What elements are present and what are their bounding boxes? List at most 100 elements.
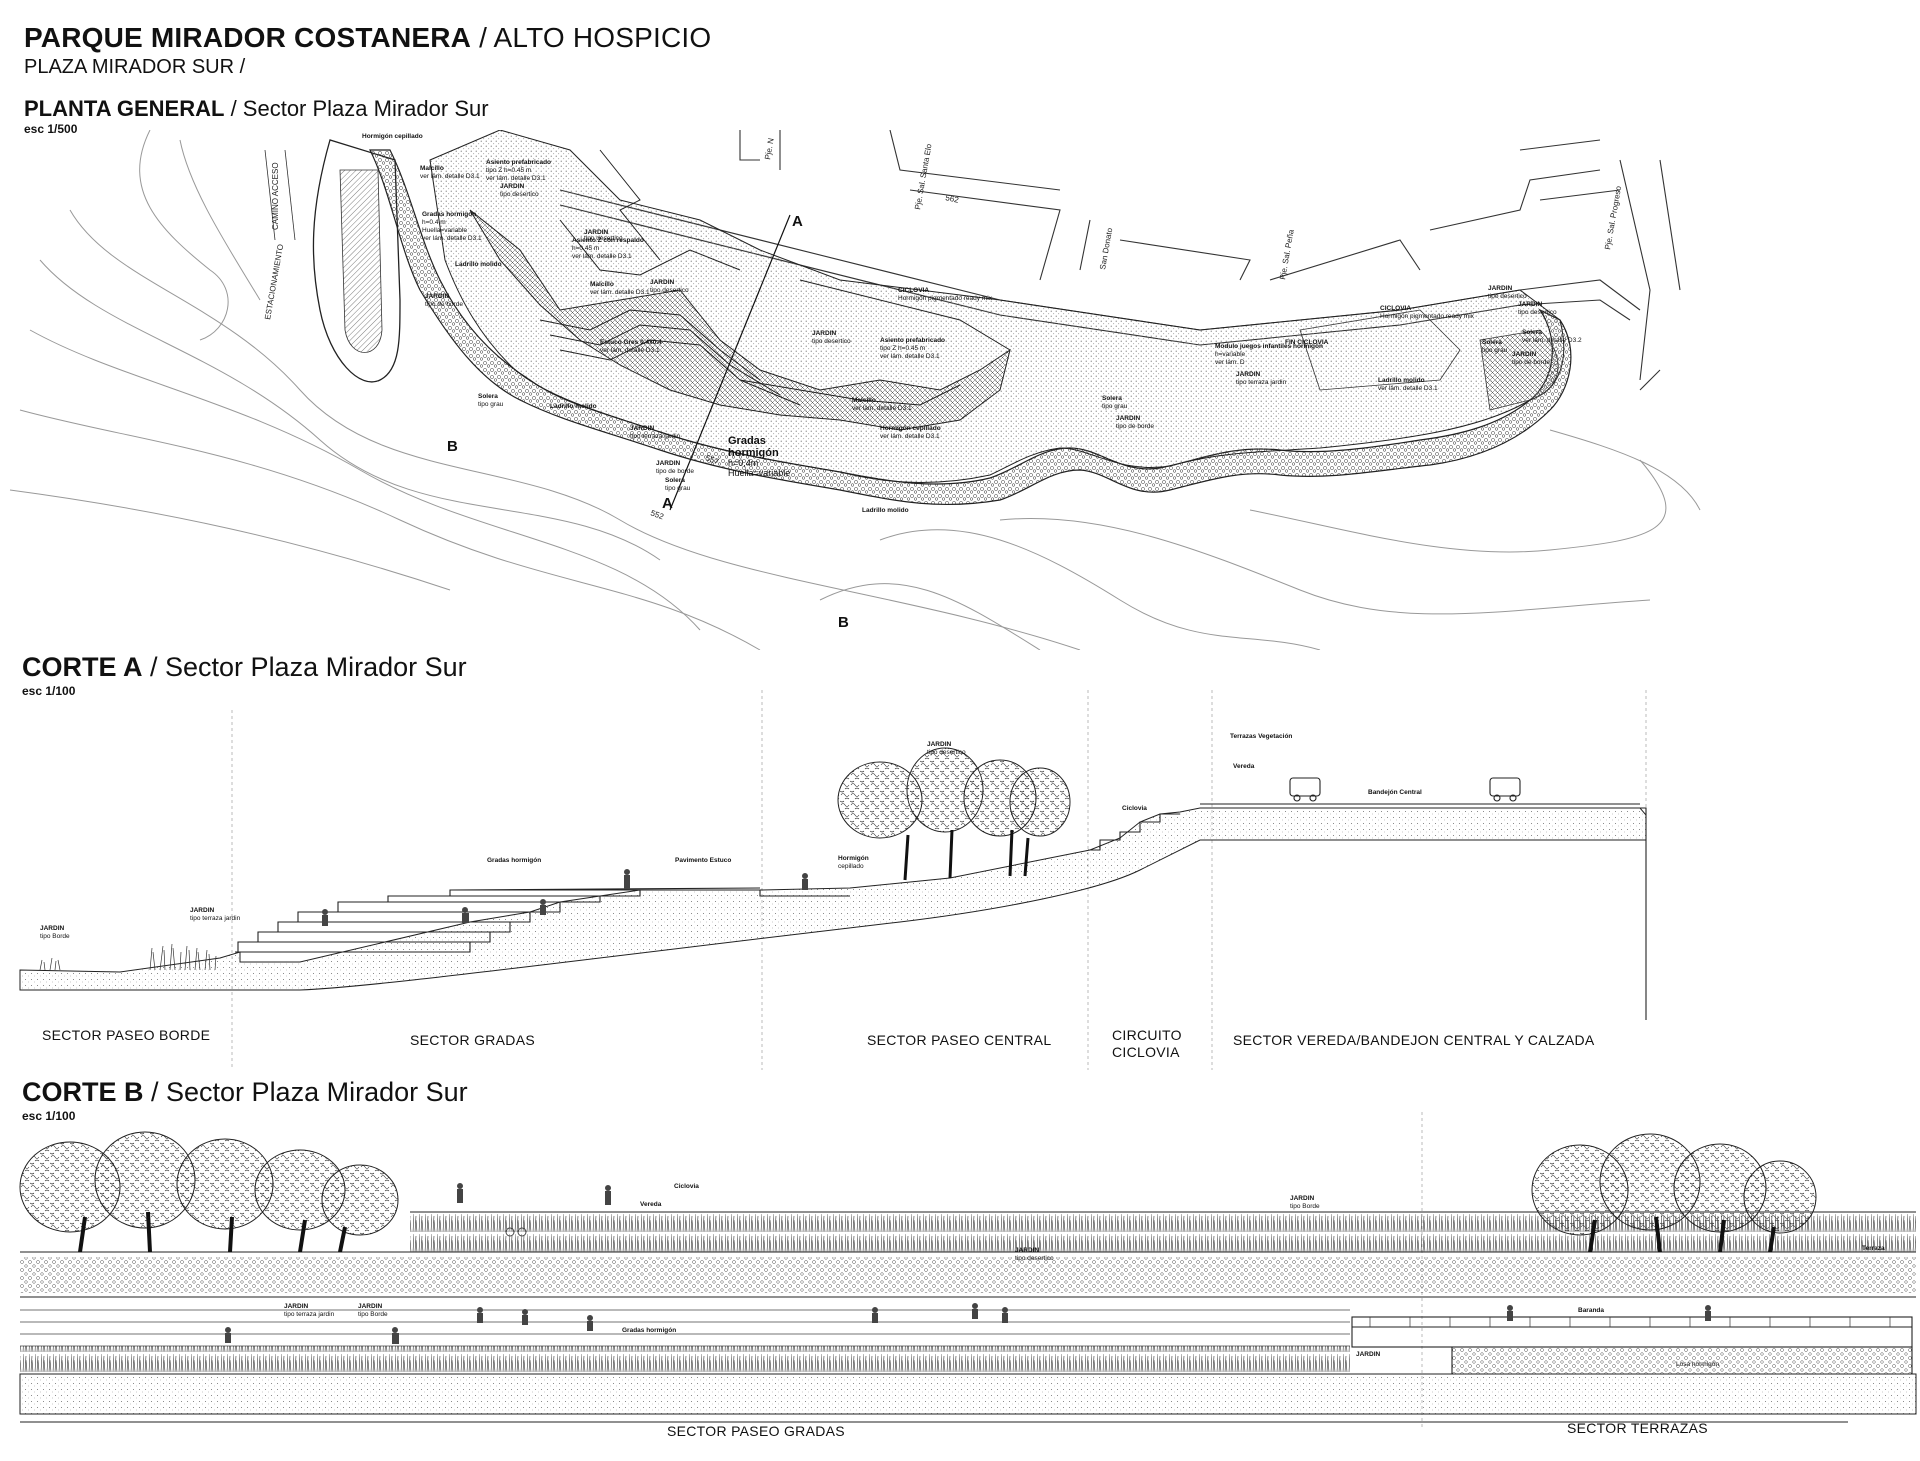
a-jardin-terraza: JARDIN [190, 907, 215, 914]
section-mark-b-left: B [447, 438, 458, 455]
lbl-solera-4-ver: ver lám. detalle D3.2 [1522, 337, 1582, 344]
section-b: Ciclovia Vereda JARDIN tipo Borde JARDIN… [19, 1112, 1917, 1430]
lbl-gradas-h: h=0.4 m [422, 219, 446, 226]
section-a: JARDIN tipo Borde JARDIN tipo terraza ja… [19, 690, 1647, 1070]
a-jardin-des-t: tipo desertico [927, 749, 966, 756]
b-sector-terrazas: SECTOR TERRAZAS [1567, 1420, 1708, 1436]
lbl-gradas-hormigon: Gradas hormigón [422, 211, 476, 218]
corte-a-title: CORTE A [22, 652, 143, 682]
right-plaza [1479, 329, 1559, 411]
a-sector-paseo-borde: SECTOR PASEO BORDE [42, 1027, 211, 1043]
b-jardin-des-t: tipo desertico [1015, 1255, 1054, 1262]
people-b [225, 1183, 1711, 1344]
corte-b-title: CORTE B [22, 1077, 144, 1107]
site-plan: 562 557 552 Pje. N Pje. Sal. Santa Elo S… [9, 130, 1701, 650]
a-sector-paseo-central: SECTOR PASEO CENTRAL [867, 1032, 1052, 1048]
lbl-asiento-z-h: h=0.45 m [572, 245, 599, 252]
section-mark-a-top: A [792, 213, 803, 230]
lbl-tipo-terraza-2: tipo terraza jardin [1236, 379, 1287, 386]
grasses-a [39, 943, 217, 971]
lbl-ladrillo-4: Ladrillo molido [1378, 377, 1425, 384]
camino-acceso: CAMINO ACCESO [271, 162, 280, 230]
corte-b-scale: esc 1/100 [22, 1109, 76, 1123]
lbl-tipo-borde-2: tipo de borde [656, 468, 694, 475]
people-a [322, 869, 808, 926]
lbl-jardin-1: JARDIN [500, 183, 525, 190]
lbl-desertico-1: tipo desertico [500, 191, 539, 198]
a-vereda: Vereda [1233, 763, 1255, 770]
lbl-solera-5: Solera [1482, 339, 1502, 346]
lbl-estuco: Estuco Gres 0.4x0.4 [600, 339, 662, 346]
lbl-jardin-6: JARDIN [1236, 371, 1261, 378]
lbl-tipo-borde: tipo de borde [425, 301, 463, 308]
lbl-tipo-borde-3: tipo de borde [1116, 423, 1154, 430]
corte-a-heading: CORTE A / Sector Plaza Mirador Sur [22, 652, 467, 683]
lbl-modulo: Modulo juegos infantiles hormigón [1215, 343, 1323, 350]
lbl-malcillo: Malcillo [420, 165, 444, 172]
a-sector-gradas: SECTOR GRADAS [410, 1032, 535, 1048]
section-mark-b-right: B [838, 614, 849, 631]
lbl-desertico-3: tipo desertico [650, 287, 689, 294]
lbl-solera-4: Solera [1522, 329, 1542, 336]
lbl-ciclovia-2: CICLOVIA [1380, 305, 1411, 312]
contour-562: 562 [945, 193, 960, 205]
lbl-jardin-3: JARDIN [650, 279, 675, 286]
b-shrub-band [20, 1257, 1916, 1293]
b-jardin-des: JARDIN [1015, 1247, 1040, 1254]
b-lower-grass [20, 1346, 1350, 1372]
roadside-a [1088, 777, 1647, 1020]
lbl-jardin-4: JARDIN [812, 330, 837, 337]
b-jardin-terr: JARDIN [284, 1303, 309, 1310]
lbl-ladrillo-4-ver: ver lám. detalle D3.1 [1378, 385, 1438, 392]
planta-heading: PLANTA GENERAL / Sector Plaza Mirador Su… [24, 96, 489, 122]
b-gradas: Gradas hormigón [622, 1327, 676, 1334]
lbl-asiento-prefab-ver: ver lám. detalle D3.1 [486, 175, 546, 182]
street-pje-n: Pje. N [763, 137, 776, 160]
a-hormigon: Hormigón [838, 855, 869, 862]
lbl-ladrillo: Ladrillo molido [455, 261, 502, 268]
estacionamiento: ESTACIONAMIENTO [263, 243, 285, 320]
lbl-hormigon-cep-2: Hormigón cepillado [880, 425, 941, 432]
lbl-ciclovia-1-desc: Hormigón pigmentado ready mix [898, 295, 993, 302]
lbl-jardin-borde-2: JARDIN [656, 460, 681, 467]
lbl-jardin-8: JARDIN [1518, 301, 1543, 308]
a-jardin-borde-t: tipo Borde [40, 933, 70, 940]
lbl-gradas-ver: ver lám. detalle D3.1 [422, 235, 482, 242]
lbl-desertico-2: tipo desertico [584, 235, 623, 242]
a-sector-vereda: SECTOR VEREDA/BANDEJON CENTRAL Y CALZADA [1233, 1032, 1595, 1048]
lbl-tipo-terraza: tipo terraza jardin [630, 433, 681, 440]
ciclovia-right [1299, 309, 1461, 391]
sector-dividers-a [231, 690, 1647, 1070]
lbl-malcillo-ver: ver lám. detalle D3.1 [420, 173, 480, 180]
street-san-donato: San Donato [1098, 227, 1114, 271]
lbl-ladrillo-3: Ladrillo molido [862, 507, 909, 514]
section-b-labels: Ciclovia Vereda JARDIN tipo Borde JARDIN… [284, 1183, 1885, 1368]
lbl-malcillo-3: Malcillo [852, 397, 876, 404]
lbl-solera-tipo: tipo grau [478, 401, 504, 408]
b-terraza: Terraza [1862, 1245, 1885, 1252]
lbl-ciclovia-2-desc: Hormigón pigmentado ready mix [1380, 313, 1475, 320]
lbl-asiento-z: Asiento Z con respaldo [572, 237, 644, 244]
lbl-jardin-9: JARDIN [1512, 351, 1537, 358]
a-jardin-borde: JARDIN [40, 925, 65, 932]
project-name: PARQUE MIRADOR COSTANERA [24, 22, 472, 53]
lbl-jardin-5: JARDIN [1116, 415, 1141, 422]
planta-sector: / Sector Plaza Mirador Sur [230, 96, 489, 121]
a-hormigon-t: cepillado [838, 863, 864, 870]
a-bandejon: Bandejón Central [1368, 789, 1422, 796]
b-jardin-borde-t: tipo Borde [1290, 1203, 1320, 1210]
b-sector-paseo-gradas: SECTOR PASEO GRADAS [667, 1423, 845, 1439]
lbl-modulo-ver: ver lám. D [1215, 359, 1245, 366]
trees-b-left [19, 1131, 399, 1253]
gradas-area [469, 209, 1011, 431]
lbl-ladrillo-2: Ladrillo molido [550, 403, 597, 410]
lbl-modulo-h: h=variable [1215, 351, 1246, 358]
a-jardin-terraza-t: tipo terraza jardin [190, 915, 241, 922]
corte-b-heading: CORTE B / Sector Plaza Mirador Sur [22, 1077, 468, 1108]
b-baranda [1369, 1317, 1891, 1327]
street-santa-elo: Pje. Sal. Santa Elo [913, 143, 934, 211]
lbl-tipo-borde-4: tipo de borde [1512, 359, 1550, 366]
ground-a [19, 807, 1647, 991]
parking-area [264, 139, 401, 383]
lbl-ciclovia-1: CICLOVIA [898, 287, 929, 294]
